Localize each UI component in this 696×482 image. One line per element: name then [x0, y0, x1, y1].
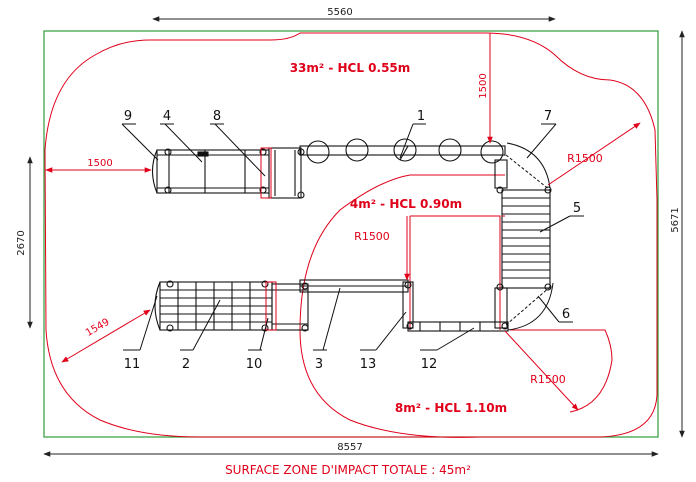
red-dimension-lines: [45, 33, 641, 411]
callout-3: 3: [315, 357, 323, 372]
site-border: [43, 30, 659, 438]
zone-low-label: 8m² - HCL 1.10m: [395, 401, 507, 415]
arc-item-7: [506, 142, 551, 189]
slide-diagonals: [505, 154, 551, 326]
callout-11: 11: [124, 357, 141, 372]
mid-zone-outline: [409, 215, 501, 330]
callout-7: 7: [544, 109, 552, 124]
total-surface-label: SURFACE ZONE D'IMPACT TOTALE : 45m²: [225, 463, 471, 477]
arc-item-6: [507, 282, 554, 331]
callout-6: 6: [562, 307, 570, 322]
radius-right: R1500: [567, 152, 603, 165]
zone-main-label: 33m² - HCL 0.55m: [290, 61, 411, 75]
callout-leaders: [121, 123, 584, 351]
callout-12: 12: [421, 357, 438, 372]
dim-top-width: 5560: [327, 7, 352, 18]
zone-mid-label: 4m² - HCL 0.90m: [350, 197, 462, 211]
callout-8: 8: [213, 109, 221, 124]
dim-right-height: 5671: [670, 207, 681, 232]
red-markers: [260, 147, 505, 331]
callout-1: 1: [417, 109, 425, 124]
radius-bottom: R1500: [530, 373, 566, 386]
net-lines: [160, 282, 272, 330]
dim-top-offset: 1500: [478, 73, 489, 98]
dimension-lines: [27, 16, 685, 457]
ladder-rungs: [502, 197, 550, 279]
impact-zone-outline: [44, 32, 658, 438]
callout-13: 13: [360, 357, 377, 372]
radius-mid: R1500: [354, 230, 390, 243]
dim-left-offset: 1500: [87, 158, 112, 169]
callout-10: 10: [246, 357, 263, 372]
callout-9: 9: [124, 109, 132, 124]
callout-5: 5: [573, 201, 581, 216]
dim-bottom-width: 8557: [337, 442, 362, 453]
callout-4: 4: [163, 109, 171, 124]
equipment: [151, 138, 552, 332]
dim-left-height: 2670: [16, 230, 27, 255]
callout-2: 2: [182, 357, 190, 372]
